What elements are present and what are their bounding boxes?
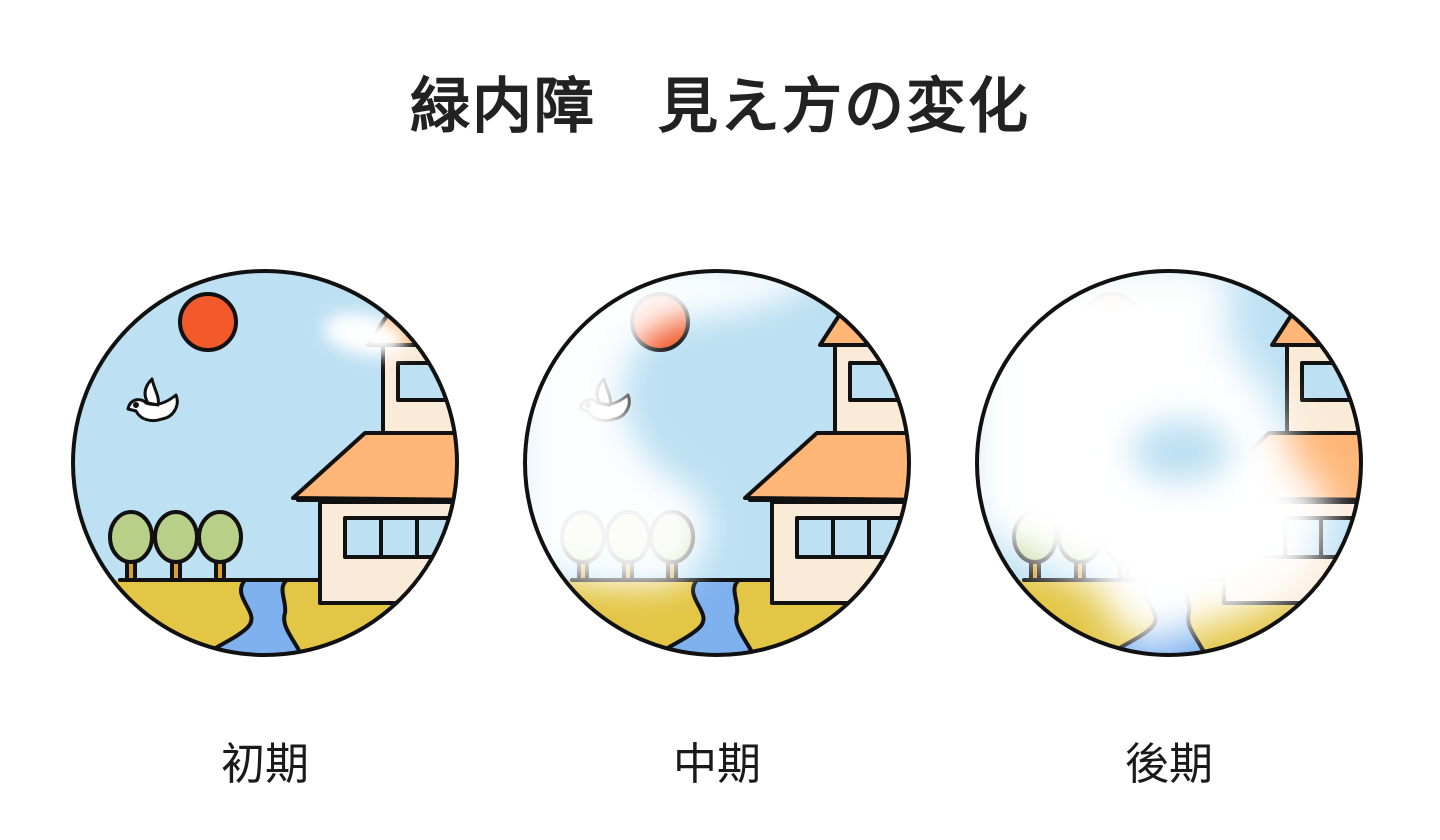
visible-patch: [1131, 419, 1231, 483]
stage-label-early: 初期: [221, 739, 309, 790]
fog-spot: [323, 313, 407, 357]
stage-label-middle: 中期: [673, 739, 761, 790]
fog-area: [525, 271, 837, 587]
page-title: 緑内障 見え方の変化: [410, 72, 1030, 142]
stage-late-view: [975, 269, 1363, 657]
stage-middle-view: [523, 269, 911, 657]
stage-early-view: [71, 269, 459, 657]
stage-label-late: 後期: [1125, 739, 1213, 790]
